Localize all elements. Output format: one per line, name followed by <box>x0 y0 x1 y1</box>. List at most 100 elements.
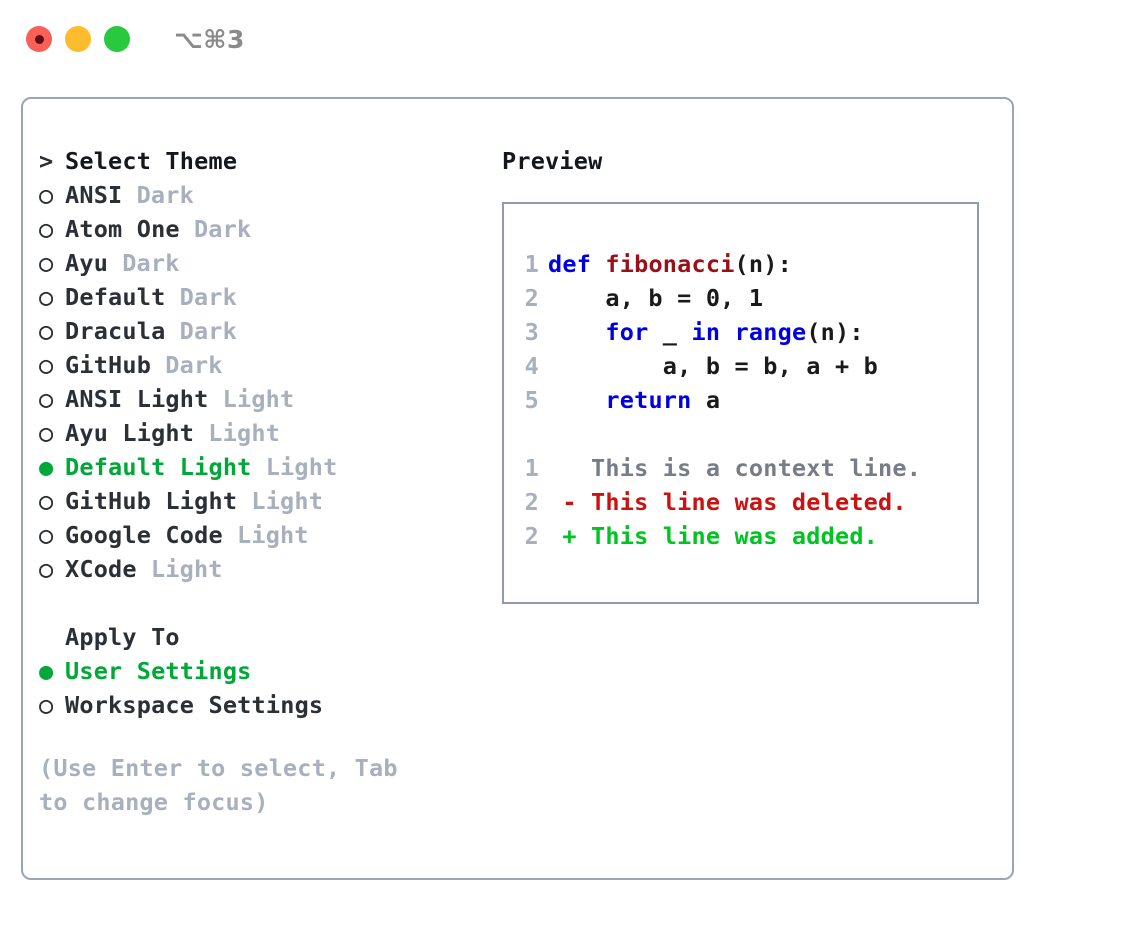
line-number: 2 <box>524 284 539 312</box>
radio-selected-icon[interactable]: ● <box>39 453 54 481</box>
theme-name-kind-space <box>180 215 194 243</box>
theme-name: Default <box>65 283 166 311</box>
code-token-plain <box>548 386 605 414</box>
radio-selected-icon[interactable]: ● <box>39 657 54 685</box>
theme-kind-badge: Light <box>222 385 295 413</box>
theme-kind-badge: Dark <box>122 249 180 277</box>
code-line: 4 a, b = b, a + b <box>504 352 977 386</box>
code-token-plain: _ <box>648 318 692 346</box>
preview-column: Preview 1 def fibonacci (n): 2 a, b = 0, 1 3… <box>502 147 1002 604</box>
theme-name: Dracula <box>65 317 166 345</box>
apply-to-header: ○ Apply To <box>39 623 489 657</box>
code-token-kw: def <box>548 250 606 278</box>
theme-list-item[interactable]: ○Dracula Dark <box>39 317 489 351</box>
line-number: 1 <box>524 250 539 278</box>
code-line: 5 return a <box>504 386 977 420</box>
code-token-fn: fibonacci <box>605 250 735 278</box>
line-number: 3 <box>524 318 539 346</box>
theme-list-item[interactable]: ○ ANSI Light Light <box>39 385 489 419</box>
theme-kind-badge: Light <box>265 453 338 481</box>
code-token-kw: return <box>605 386 692 414</box>
select-theme-title: Select Theme <box>65 147 238 175</box>
diff-line-number: 1 <box>524 454 539 482</box>
apply-to-item[interactable]: ○ Workspace Settings <box>39 691 489 725</box>
theme-list-item[interactable]: ○ Default Dark <box>39 283 489 317</box>
code-token-plain: a <box>691 386 721 414</box>
theme-name-kind-space <box>252 453 266 481</box>
theme-list-item[interactable]: ○Google Code Light <box>39 521 489 555</box>
code-text: for _ in range(n): <box>548 318 864 346</box>
radio-unselected-icon[interactable]: ○ <box>39 691 54 719</box>
apply-to-item[interactable]: ● User Settings <box>39 657 489 691</box>
radio-unselected-icon[interactable]: ○ <box>39 351 54 379</box>
theme-kind-badge: Light <box>150 555 223 583</box>
radio-unselected-icon[interactable]: ○ <box>39 283 54 311</box>
radio-unselected-icon[interactable]: ○ <box>39 249 54 277</box>
radio-unselected-icon[interactable]: ○ <box>39 317 54 345</box>
prompt-caret-icon: > <box>39 147 54 175</box>
diff-line-number: 2 <box>524 488 539 516</box>
theme-name-kind-space <box>223 521 237 549</box>
theme-list-item[interactable]: ○ XCode Light <box>39 555 489 589</box>
theme-name-kind-space <box>137 555 151 583</box>
theme-list-item[interactable]: ○Atom One Dark <box>39 215 489 249</box>
theme-name-kind-space <box>165 317 179 345</box>
code-token-kw: in <box>691 318 721 346</box>
theme-name-kind-space <box>108 249 122 277</box>
radio-unselected-icon[interactable]: ○ <box>39 555 54 583</box>
select-theme-header: > Select Theme <box>39 147 489 181</box>
preview-box: 1 def fibonacci (n): 2 a, b = 0, 1 3 for _ i… <box>502 202 979 604</box>
code-token-kw: range <box>734 318 807 346</box>
theme-list-item[interactable]: ○Ayu Light Light <box>39 419 489 453</box>
preview-title: Preview <box>502 147 603 175</box>
radio-unselected-icon[interactable]: ○ <box>39 419 54 447</box>
theme-picker-column: > Select Theme ○ANSI Dark○Atom One Dark○… <box>39 147 489 819</box>
apply-to-title: Apply To <box>65 623 180 651</box>
theme-name: XCode <box>65 555 137 583</box>
code-text: a, b = b, a + b <box>548 352 878 380</box>
theme-kind-badge: Light <box>251 487 324 515</box>
theme-kind-badge: Dark <box>179 283 237 311</box>
theme-name: ANSI Light <box>65 385 209 413</box>
theme-name: ANSI <box>65 181 123 209</box>
maximize-button[interactable] <box>104 26 130 52</box>
theme-name-kind-space <box>151 351 165 379</box>
theme-kind-badge: Dark <box>165 351 223 379</box>
title-bar: ⌥⌘3 <box>0 0 1140 78</box>
diff-text: This line was added. <box>576 522 879 550</box>
diff-line: 1 This is a context line. <box>504 454 977 488</box>
code-token-kw: for <box>605 318 649 346</box>
radio-unselected-icon[interactable]: ○ <box>39 181 54 209</box>
apply-to-list: ● User Settings ○ Workspace Settings <box>39 657 489 725</box>
record-dot-icon <box>34 34 44 44</box>
theme-list-item[interactable]: ○ ANSI Dark <box>39 181 489 215</box>
code-text: a, b = 0, 1 <box>548 284 763 312</box>
theme-name-kind-space <box>208 385 222 413</box>
theme-list-item[interactable]: ●Default Light Light <box>39 453 489 487</box>
diff-marker <box>548 454 577 482</box>
theme-name: Atom One <box>65 215 180 243</box>
apply-to-marker-placeholder: ○ <box>39 623 65 651</box>
radio-unselected-icon[interactable]: ○ <box>39 487 54 515</box>
theme-list: ○ ANSI Dark ○ Atom One Dark ○ Ayu Dark ○ Defaul… <box>39 181 489 589</box>
code-token-plain <box>548 318 605 346</box>
code-token-plain: (n): <box>806 318 864 346</box>
diff-line: 2 + This line was added. <box>504 522 977 556</box>
close-button[interactable] <box>26 26 52 52</box>
theme-name-kind-space <box>194 419 208 447</box>
apply-to-label: Workspace Settings <box>65 691 324 719</box>
theme-name: Ayu Light <box>65 419 195 447</box>
minimize-button[interactable] <box>65 26 91 52</box>
radio-unselected-icon[interactable]: ○ <box>39 521 54 549</box>
theme-name: Ayu <box>65 249 109 277</box>
theme-name: GitHub <box>65 351 152 379</box>
apply-to-label: User Settings <box>65 657 252 685</box>
radio-unselected-icon[interactable]: ○ <box>39 215 54 243</box>
theme-list-item[interactable]: ○ GitHub Dark <box>39 351 489 385</box>
theme-kind-badge: Dark <box>136 181 194 209</box>
radio-unselected-icon[interactable]: ○ <box>39 385 54 413</box>
theme-list-item[interactable]: ○ Ayu Dark <box>39 249 489 283</box>
theme-list-item[interactable]: ○GitHub Light Light <box>39 487 489 521</box>
diff-line-number: 2 <box>524 522 539 550</box>
